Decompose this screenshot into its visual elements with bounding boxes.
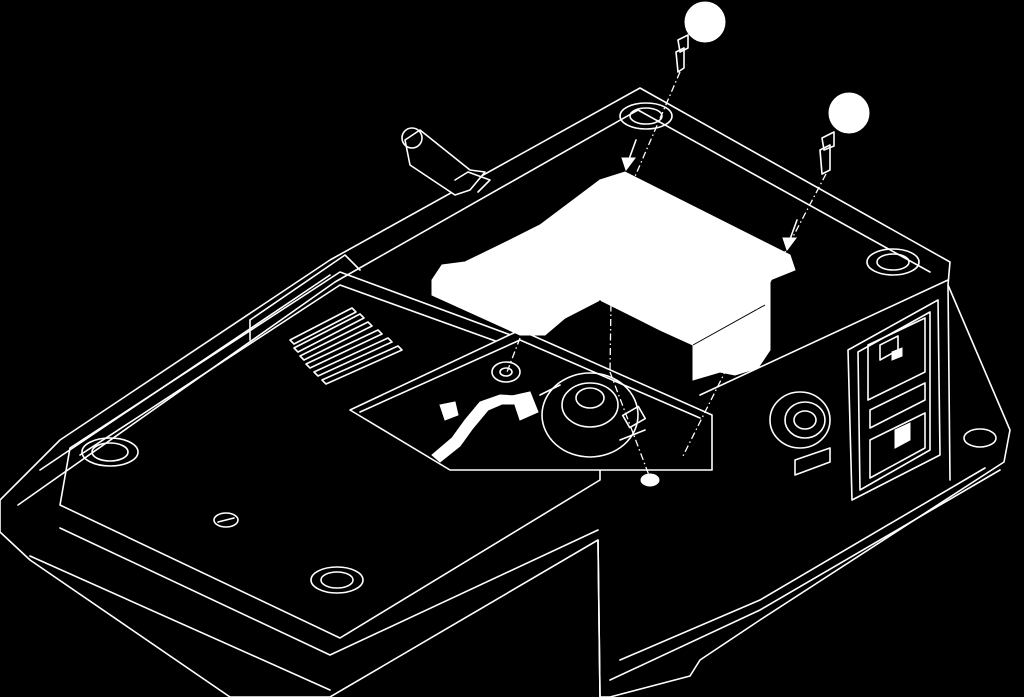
screw-icon — [684, 1, 726, 43]
cover-plate — [431, 171, 796, 381]
vent-grille — [289, 307, 403, 385]
small-screw — [213, 512, 239, 528]
power-inlet-frame — [847, 299, 941, 501]
standoff-post — [491, 361, 521, 383]
foot-hole-top — [619, 102, 673, 130]
rear-panel — [769, 299, 941, 501]
power-switch — [869, 412, 926, 479]
foot-hole-right — [866, 248, 920, 276]
fuse-holder — [869, 382, 926, 429]
assembly-guides — [506, 71, 827, 479]
screw-icon — [828, 92, 870, 134]
mounting-holes — [81, 102, 997, 594]
direction-arrows — [621, 139, 798, 252]
power-inlet — [867, 317, 926, 401]
screw-right — [819, 92, 870, 175]
rotor-outer — [541, 372, 639, 458]
foot-hole-left — [81, 437, 139, 467]
rear-shaft — [401, 127, 491, 196]
round-connector — [769, 391, 831, 449]
screw-top-left — [675, 1, 726, 73]
foot-hole-bottom — [310, 566, 364, 594]
